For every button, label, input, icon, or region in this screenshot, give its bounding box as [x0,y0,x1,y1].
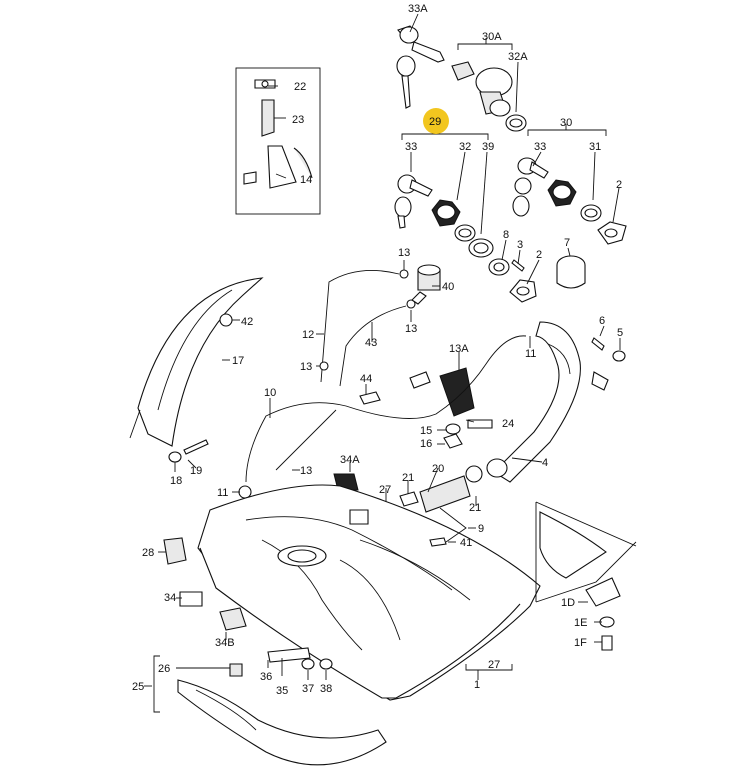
ring-32A [505,114,527,132]
callout-1E[interactable]: 1E [574,617,587,629]
callout-19[interactable]: 19 [190,465,202,477]
callout-18[interactable]: 18 [170,475,182,487]
bracket-34B [219,607,247,631]
lock-cylinder-30A [451,61,513,117]
callout-32[interactable]: 32 [459,141,471,153]
callout-7[interactable]: 7 [564,237,570,249]
hose-clip-11 [238,485,252,499]
bolt-6-washer-5 [591,337,626,362]
bracket-36-35 [267,647,333,670]
callout-33-group29[interactable]: 33 [405,141,417,153]
lock-cylinder-32 [431,199,461,227]
bracket-34 [179,591,203,607]
key-set-33 [394,174,433,229]
callout-6[interactable]: 6 [599,315,605,327]
callout-35[interactable]: 35 [276,685,288,697]
callout-38[interactable]: 38 [320,683,332,695]
callout-8[interactable]: 8 [503,229,509,241]
key-set-33A [396,25,445,109]
callout-32A[interactable]: 32A [508,51,528,63]
callout-15[interactable]: 15 [420,425,432,437]
callout-28[interactable]: 28 [142,547,154,559]
bracket-13A [359,367,493,449]
fuel-tank-1 [197,484,541,701]
callout-13-c[interactable]: 13 [300,361,312,373]
filler-neck-4 [486,321,609,483]
key-set-33-group30 [512,157,549,217]
callout-29[interactable]: 29 [429,116,441,128]
callout-20[interactable]: 20 [432,463,444,475]
callout-2-upper[interactable]: 2 [616,179,622,191]
callout-34[interactable]: 34 [164,592,176,604]
wheel-arch-liner-17 [129,277,264,447]
sender-28 [163,537,187,565]
callout-25[interactable]: 25 [132,681,144,693]
callout-31[interactable]: 31 [589,141,601,153]
callout-13A[interactable]: 13A [449,343,469,355]
callout-33A[interactable]: 33A [408,3,428,15]
callout-39[interactable]: 39 [482,141,494,153]
vent-lines [319,264,441,387]
callout-22[interactable]: 22 [294,81,306,93]
callout-13-d[interactable]: 13 [300,465,312,477]
callout-21-b[interactable]: 21 [469,502,481,514]
seal-ring-group29 [454,224,494,258]
screw-3 [511,259,525,272]
callout-27-a[interactable]: 27 [379,484,391,496]
callout-41[interactable]: 41 [460,537,472,549]
callout-10[interactable]: 10 [264,387,276,399]
fuel-line-9-41 [429,507,467,547]
inset-bracket-box [235,67,321,215]
lock-cylinder-31 [547,179,577,207]
callout-34B[interactable]: 34B [215,637,235,649]
callout-2-lower[interactable]: 2 [536,249,542,261]
callout-33-group30[interactable]: 33 [534,141,546,153]
callout-30A[interactable]: 30A [482,31,502,43]
skid-plate-25 [153,655,387,766]
highlight-marker [423,108,449,134]
callout-11-a[interactable]: 11 [525,348,536,360]
callout-36[interactable]: 36 [260,671,272,683]
washer-8 [488,258,510,276]
callout-21-a[interactable]: 21 [402,472,414,484]
callout-17[interactable]: 17 [232,355,244,367]
callout-9[interactable]: 9 [478,523,484,535]
callout-42[interactable]: 42 [241,316,253,328]
vent-hose-10 [245,335,527,483]
flange-2 [509,279,537,303]
seal-ring-group30 [580,204,627,245]
callout-23[interactable]: 23 [292,114,304,126]
callout-27-b[interactable]: 27 [488,659,500,671]
callout-5[interactable]: 5 [617,327,623,339]
callout-16[interactable]: 16 [420,438,432,450]
bolt-18-19 [168,439,209,463]
filler-cap-7 [556,255,586,289]
inset-mount-box [535,501,637,651]
callout-37[interactable]: 37 [302,683,314,695]
callout-13-b[interactable]: 13 [405,323,417,335]
callout-40[interactable]: 40 [442,281,454,293]
callout-4[interactable]: 4 [542,457,548,469]
callout-labels: 33A 30A 32A 22 23 14 29 33 32 39 30 33 3… [132,3,623,697]
callout-1[interactable]: 1 [474,679,480,691]
callout-24[interactable]: 24 [502,418,514,430]
callout-12[interactable]: 12 [302,329,314,341]
callout-14[interactable]: 14 [300,174,312,186]
callout-30[interactable]: 30 [560,117,572,129]
callout-1D[interactable]: 1D [561,597,575,609]
callout-34A[interactable]: 34A [340,454,360,466]
callout-13-a[interactable]: 13 [398,247,410,259]
callout-11-b[interactable]: 11 [217,487,228,499]
leader-lines [144,13,621,687]
callout-43[interactable]: 43 [365,337,377,349]
callout-26[interactable]: 26 [158,663,170,675]
callout-3[interactable]: 3 [517,239,523,251]
callout-44[interactable]: 44 [360,373,372,385]
callout-1F[interactable]: 1F [574,637,587,649]
